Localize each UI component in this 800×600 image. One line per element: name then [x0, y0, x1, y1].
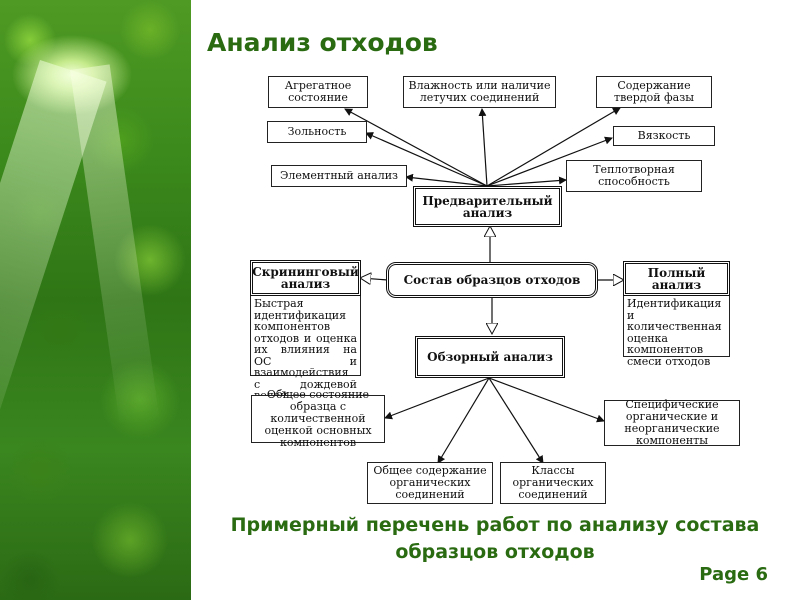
- forest-sidebar-image: [0, 0, 191, 600]
- full-description: Идентификация и количественная оценка ко…: [623, 296, 730, 367]
- arrow-to-elemental: [405, 173, 488, 187]
- arrow-to-organic-content: [437, 377, 490, 464]
- box-solid-content: Содержание твердой фазы: [596, 76, 712, 108]
- slide-caption: Примерный перечень работ по анализу сост…: [230, 514, 760, 563]
- arrow-to-ash: [365, 132, 488, 187]
- box-specific-components: Специфические органические и неорганичес…: [604, 399, 740, 447]
- arrow-to-general-state: [384, 377, 490, 420]
- arrow-to-viscosity: [486, 136, 613, 187]
- screening-description: Быстрая идентификация компонентов отходо…: [250, 296, 361, 401]
- arrow-to-solid: [486, 107, 621, 187]
- box-screening-analysis: Скрининговый анализ: [250, 260, 361, 296]
- box-organic-classes: Классы органических соединений: [500, 462, 606, 504]
- box-ash: Зольность: [267, 121, 367, 143]
- page-number: Page 6: [699, 564, 768, 585]
- arrow-to-aggregate: [344, 108, 488, 187]
- box-humidity: Влажность или наличие летучих соединений: [403, 76, 556, 108]
- box-full-analysis: Полный анализ: [623, 261, 730, 296]
- box-viscosity: Вязкость: [613, 126, 715, 146]
- box-aggregate-state: Агрегатное состояние: [268, 76, 368, 108]
- arrow-to-specific: [488, 377, 605, 423]
- box-calorific-capacity: Теплотворная способность: [566, 160, 702, 192]
- box-general-state: Общее состояние образца с количественной…: [251, 389, 385, 449]
- box-elemental-analysis: Элементный анализ: [271, 165, 407, 187]
- slide-title: Анализ отходов: [207, 28, 438, 57]
- arrow-to-calorific: [486, 176, 567, 187]
- box-review-analysis: Обзорный анализ: [415, 336, 565, 378]
- arrow-to-organic-classes: [488, 377, 544, 464]
- box-preliminary-analysis: Предварительный анализ: [413, 186, 562, 227]
- arrow-center-to-screening: [361, 278, 389, 280]
- box-sample-composition: Состав образцов отходов: [386, 262, 598, 298]
- arrow-to-humidity: [478, 108, 488, 187]
- box-organic-content: Общее содержание органических соединений: [367, 462, 493, 504]
